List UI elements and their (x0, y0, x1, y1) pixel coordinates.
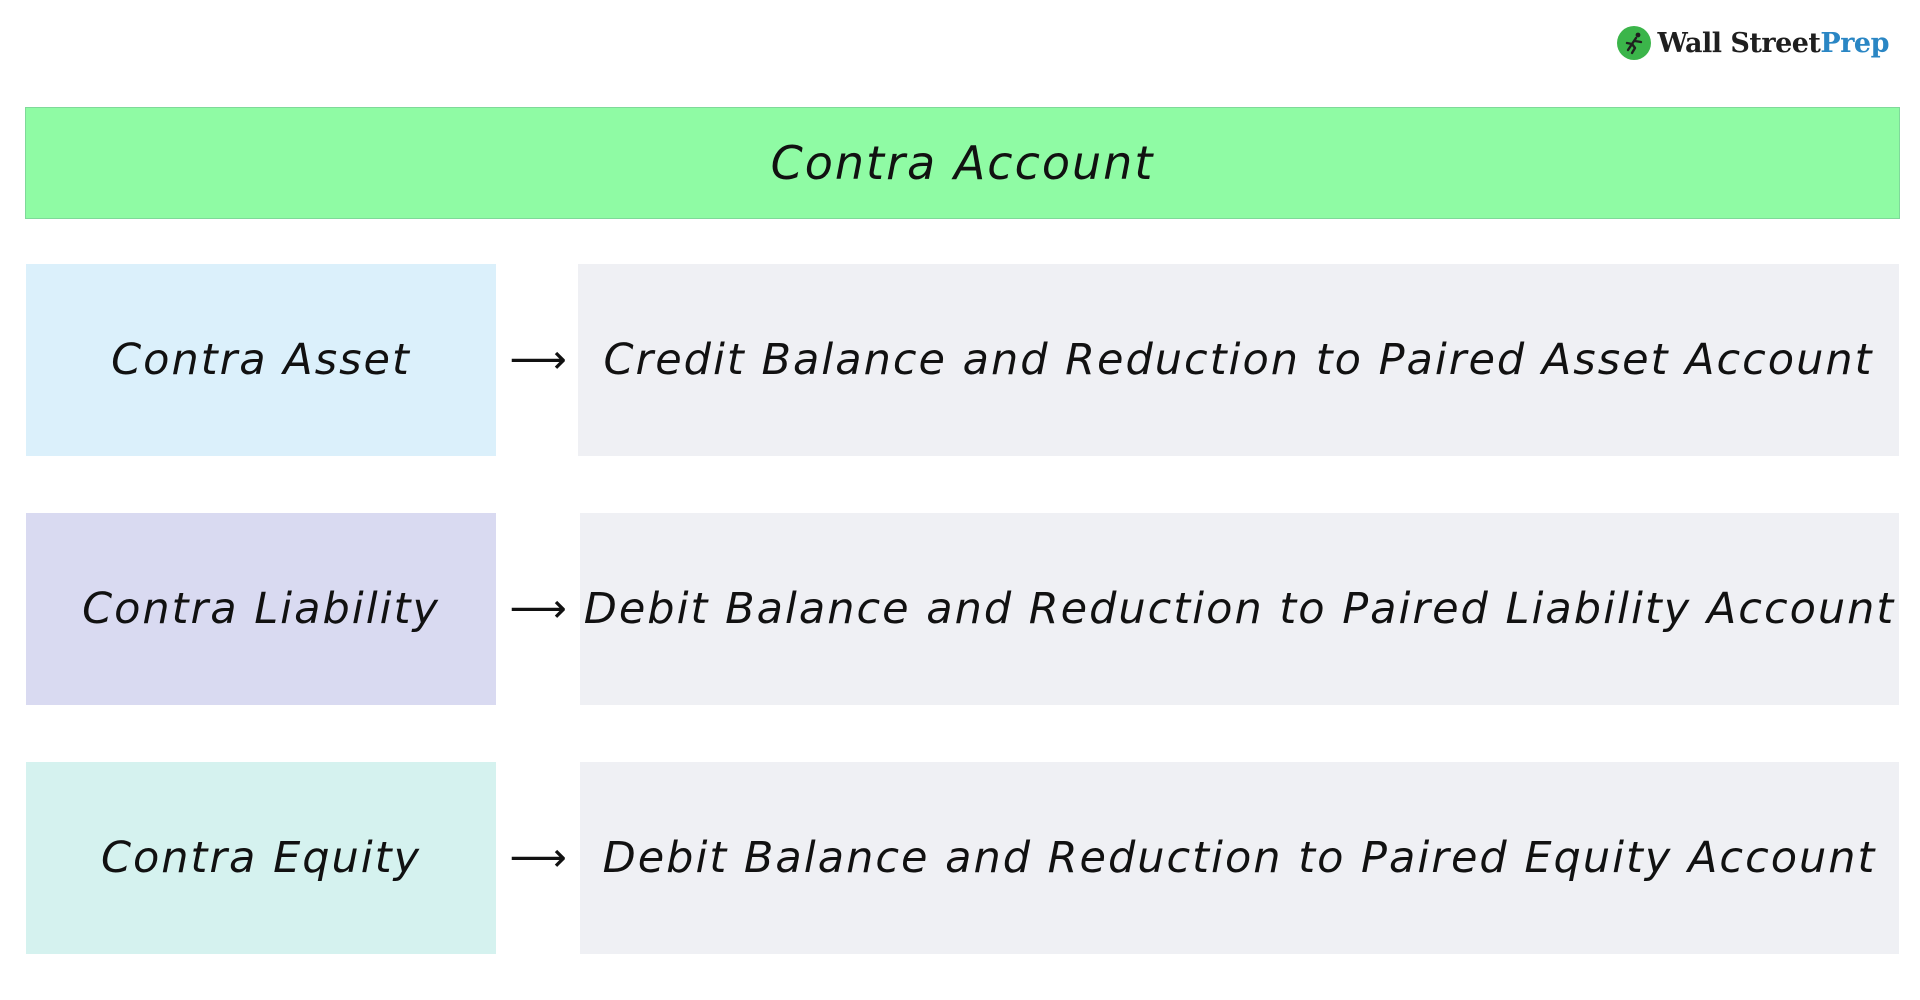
category-contra-equity: Contra Equity (26, 762, 496, 954)
row-contra-equity: Contra Equity ⟶ Debit Balance and Reduct… (0, 762, 1920, 954)
description-contra-liability: Debit Balance and Reduction to Paired Li… (580, 513, 1899, 705)
description-contra-equity: Debit Balance and Reduction to Paired Eq… (580, 762, 1899, 954)
row-contra-liability: Contra Liability ⟶ Debit Balance and Red… (0, 513, 1920, 705)
row-contra-asset: Contra Asset ⟶ Credit Balance and Reduct… (0, 264, 1920, 456)
right-arrow-icon: ⟶ (509, 835, 567, 881)
right-arrow-icon: ⟶ (509, 337, 567, 383)
category-contra-asset: Contra Asset (26, 264, 496, 456)
right-arrow-icon: ⟶ (509, 586, 567, 632)
category-contra-liability: Contra Liability (26, 513, 496, 705)
logo-text-accent: Prep (1820, 27, 1889, 59)
runner-icon (1617, 26, 1652, 60)
logo-wordmark: Wall StreetPrep (1657, 28, 1889, 59)
description-contra-asset: Credit Balance and Reduction to Paired A… (578, 264, 1899, 456)
logo-text-main: Wall Street (1657, 27, 1821, 59)
diagram-title: Contra Account (25, 107, 1900, 219)
wall-street-prep-logo: Wall StreetPrep (1617, 26, 1889, 60)
